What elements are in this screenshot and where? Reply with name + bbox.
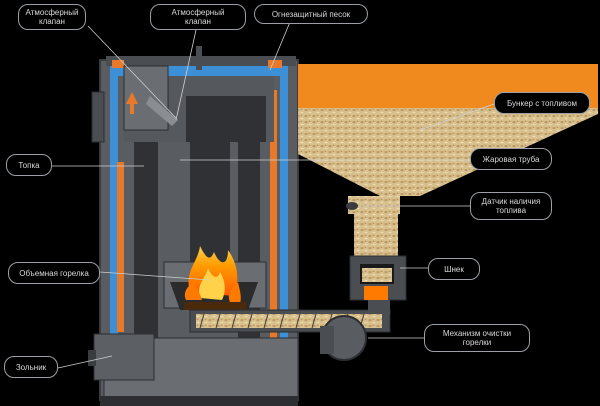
valve-flap (146, 96, 178, 126)
feeder-drop (368, 300, 390, 314)
side-bracket (91, 91, 105, 143)
flue-tube-left (134, 142, 158, 338)
base (100, 396, 298, 406)
label-burner-cleaning-mechanism: Механизм очистки горелки (424, 324, 530, 352)
leader-lines (52, 21, 495, 369)
cleaning-motor-mount (320, 326, 334, 354)
fire-icon (184, 246, 241, 304)
label-atmospheric-valve: Атмосферный клапан (18, 4, 86, 30)
label-sand-seal: Огнезащитный песок (254, 4, 368, 24)
ash-door (93, 333, 155, 381)
ash-door-handle (88, 350, 96, 366)
insulation-right (270, 90, 277, 340)
label-fuel-hopper: Бункер с топливом (494, 92, 590, 114)
hopper-neck (348, 196, 400, 214)
label-volume-burner: Объемная горелка (8, 262, 100, 284)
insulation-left (117, 162, 124, 332)
valve-pipe (196, 46, 202, 70)
label-flame-tube: Жаровая труба (470, 148, 552, 170)
label-auger: Шнек (428, 258, 480, 280)
fuel-sensor (346, 202, 358, 210)
up-arrow-icon (126, 92, 138, 114)
water-jacket-left (110, 150, 118, 340)
hopper-pellets (298, 108, 598, 196)
label-firebox: Топка (6, 154, 52, 176)
feeder-burning (364, 286, 388, 300)
label-door: Зольник (4, 356, 58, 378)
feeder-pellets (362, 268, 392, 282)
label-atmospheric-valve-2: Атмосферный клапан (150, 4, 246, 30)
hopper-chute (354, 212, 398, 258)
label-fuel-level-sensor: Датчик наличия топлива (470, 192, 552, 220)
burner-bed (184, 302, 246, 310)
flue-collector (186, 96, 266, 142)
insulation-top-right (268, 60, 282, 68)
insulation-top-left (112, 60, 124, 68)
flue-tube-center (190, 142, 230, 262)
